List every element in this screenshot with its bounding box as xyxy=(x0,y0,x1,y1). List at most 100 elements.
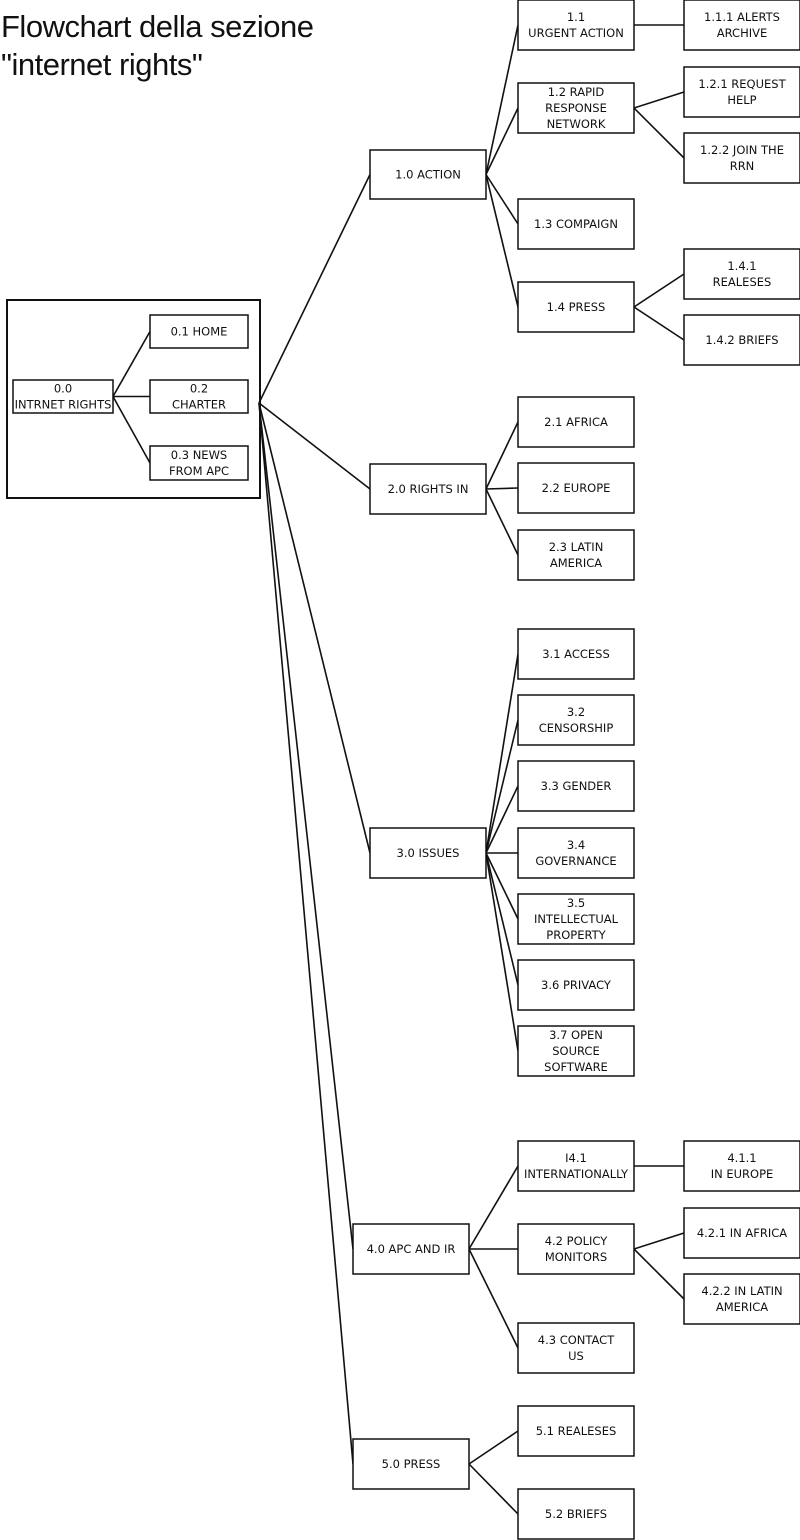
intrnet-rights-group-frame xyxy=(6,299,261,499)
node-1-3[interactable]: 1.3 COMPAIGN xyxy=(517,198,635,250)
node-label-1-0: 1.0 ACTION xyxy=(395,168,461,182)
node-box-1-1 xyxy=(517,0,635,51)
node-2-2[interactable]: 2.2 EUROPE xyxy=(517,462,635,514)
node-label-4-0: 4.0 APC AND IR xyxy=(367,1242,456,1256)
node-1-4[interactable]: 1.4 PRESS xyxy=(517,281,635,333)
node-box-1-2 xyxy=(517,82,635,134)
node-box-0-1 xyxy=(149,314,249,349)
node-box-3-0 xyxy=(369,827,487,879)
node-label-0-1: 0.1 HOME xyxy=(171,325,228,339)
connector-0-0-to-4-0 xyxy=(258,402,354,1250)
node-label-5-1: 5.1 REALESES xyxy=(536,1424,617,1438)
node-5-0[interactable]: 5.0 PRESS xyxy=(352,1438,470,1490)
connector-1-2-to-1-2-2 xyxy=(633,107,685,159)
node-box-0-0 xyxy=(12,379,114,414)
node-5-2[interactable]: 5.2 BRIEFS xyxy=(517,1488,635,1540)
connector-2-0-to-2-1 xyxy=(485,421,519,490)
title-line-2: "internet rights" xyxy=(1,47,203,82)
connector-3-0-to-3-1 xyxy=(485,653,519,854)
connector-1-0-to-1-3 xyxy=(485,174,519,225)
node-4-0[interactable]: 4.0 APC AND IR xyxy=(352,1223,470,1275)
node-box-5-0 xyxy=(352,1438,470,1490)
node-2-0[interactable]: 2.0 RIGHTS IN xyxy=(369,463,487,515)
node-4-2-1[interactable]: 4.2.1 IN AFRICA xyxy=(683,1207,800,1259)
connector-1-4-to-1-4-1 xyxy=(633,273,685,308)
connector-1-2-to-1-2-1 xyxy=(633,91,685,109)
node-box-2-3 xyxy=(517,529,635,581)
node-box-5-2 xyxy=(517,1488,635,1540)
connector-0-0-to-0-3 xyxy=(112,396,151,464)
node-1-0[interactable]: 1.0 ACTION xyxy=(369,149,487,200)
node-box-0-2 xyxy=(149,379,249,414)
connector-5-0-to-5-1 xyxy=(468,1430,519,1465)
connector-3-0-to-3-7 xyxy=(485,852,519,1052)
connector-3-0-to-3-3 xyxy=(485,785,519,854)
node-label-2-2: 2.2 EUROPE xyxy=(542,481,611,495)
node-3-6[interactable]: 3.6 PRIVACY xyxy=(517,959,635,1011)
node-label-3-3: 3.3 GENDER xyxy=(541,779,612,793)
connector-0-0-to-0-1 xyxy=(112,331,151,397)
node-0-1[interactable]: 0.1 HOME xyxy=(149,314,249,349)
node-5-1[interactable]: 5.1 REALESES xyxy=(517,1405,635,1457)
node-box-4-2 xyxy=(517,1223,635,1275)
node-box-2-0 xyxy=(369,463,487,515)
connector-0-0-to-3-0 xyxy=(258,402,371,854)
node-box-4-2-1 xyxy=(683,1207,800,1259)
node-3-0[interactable]: 3.0 ISSUES xyxy=(369,827,487,879)
node-box-3-2 xyxy=(517,694,635,746)
node-box-4-3 xyxy=(517,1322,635,1374)
node-1-4-2[interactable]: 1.4.2 BRIEFS xyxy=(683,314,800,366)
node-label-2-0: 2.0 RIGHTS IN xyxy=(388,482,469,496)
connector-1-4-to-1-4-2 xyxy=(633,306,685,341)
diagram-title: Flowchart della sezione "internet rights… xyxy=(1,8,314,84)
node-box-4-1-1 xyxy=(683,1140,800,1192)
node-3-3[interactable]: 3.3 GENDER xyxy=(517,760,635,812)
connector-3-0-to-3-6 xyxy=(485,852,519,986)
node-label-1-4-2: 1.4.2 BRIEFS xyxy=(705,333,778,347)
connector-4-2-to-4-2-1 xyxy=(633,1232,685,1250)
node-box-3-5 xyxy=(517,893,635,945)
connector-4-0-to-4-3 xyxy=(468,1248,519,1349)
connector-1-0-to-1-2 xyxy=(485,107,519,175)
connector-3-0-to-3-5 xyxy=(485,852,519,920)
connector-0-0-to-2-0 xyxy=(258,402,371,490)
connector-4-2-to-4-2-2 xyxy=(633,1248,685,1300)
connector-1-0-to-1-4 xyxy=(485,174,519,308)
node-2-1[interactable]: 2.1 AFRICA xyxy=(517,396,635,448)
node-3-1[interactable]: 3.1 ACCESS xyxy=(517,628,635,680)
node-box-4-0 xyxy=(352,1223,470,1275)
node-label-1-3: 1.3 COMPAIGN xyxy=(534,217,618,231)
connector-lines xyxy=(6,24,685,1515)
